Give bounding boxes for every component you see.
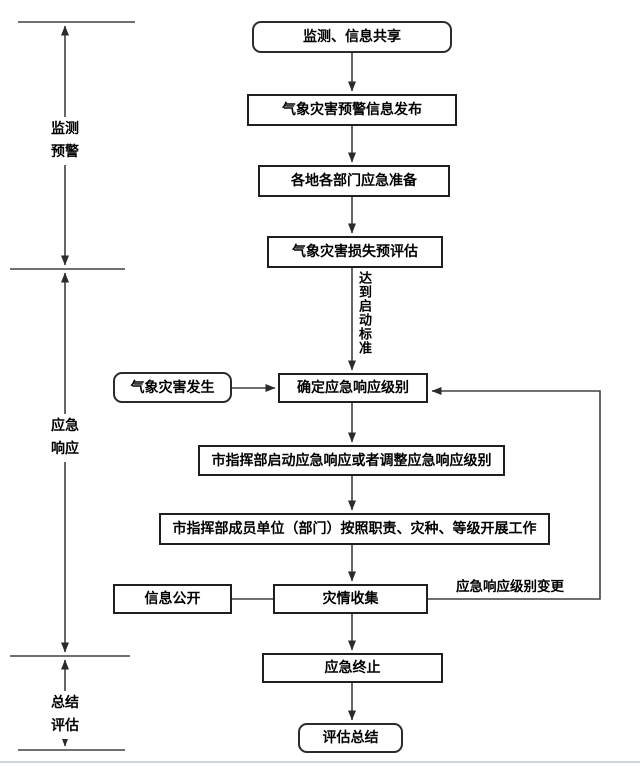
edge-label-response-level-change: 应急响应级别变更 <box>456 579 564 595</box>
node-emergency-termination: 应急终止 <box>262 653 443 683</box>
phase-label-line: 总结 <box>51 695 79 711</box>
phase-label-monitoring-warning: 监测 预警 <box>38 117 92 165</box>
phase-axis-ticks <box>10 21 135 751</box>
node-monitoring-info-sharing: 监测、信息共享 <box>252 21 452 53</box>
node-disaster-occurrence: 气象灾害发生 <box>113 372 232 403</box>
bottom-rule <box>0 761 640 763</box>
phase-label-line: 预警 <box>51 144 79 160</box>
node-info-disclosure: 信息公开 <box>113 584 232 614</box>
feedback-level-change <box>428 387 601 600</box>
phase-label-summary-evaluation: 总结 评估 <box>38 691 92 739</box>
phase-label-line: 监测 <box>51 121 79 137</box>
edge-label-activation-threshold: 达到启动标准 <box>356 271 371 355</box>
node-disaster-info-collection: 灾情收集 <box>273 584 428 614</box>
node-local-dept-emergency-prep: 各地各部门应急准备 <box>258 165 450 197</box>
phase-label-line: 应急 <box>51 418 79 434</box>
phase-label-emergency-response: 应急 响应 <box>38 414 92 462</box>
node-members-carry-out-work: 市指挥部成员单位（部门）按照职责、灾种、等级开展工作 <box>159 513 550 545</box>
node-determine-response-level: 确定应急响应级别 <box>278 373 428 403</box>
phase-label-line: 响应 <box>51 441 79 457</box>
node-evaluation-summary: 评估总结 <box>298 723 403 753</box>
phase-label-line: 评估 <box>51 718 79 734</box>
node-launch-adjust-response: 市指挥部启动应急响应或者调整应急响应级别 <box>198 445 505 476</box>
node-warning-info-release: 气象灾害预警信息发布 <box>247 94 457 126</box>
node-disaster-loss-preassessment: 气象灾害损失预评估 <box>267 236 443 268</box>
